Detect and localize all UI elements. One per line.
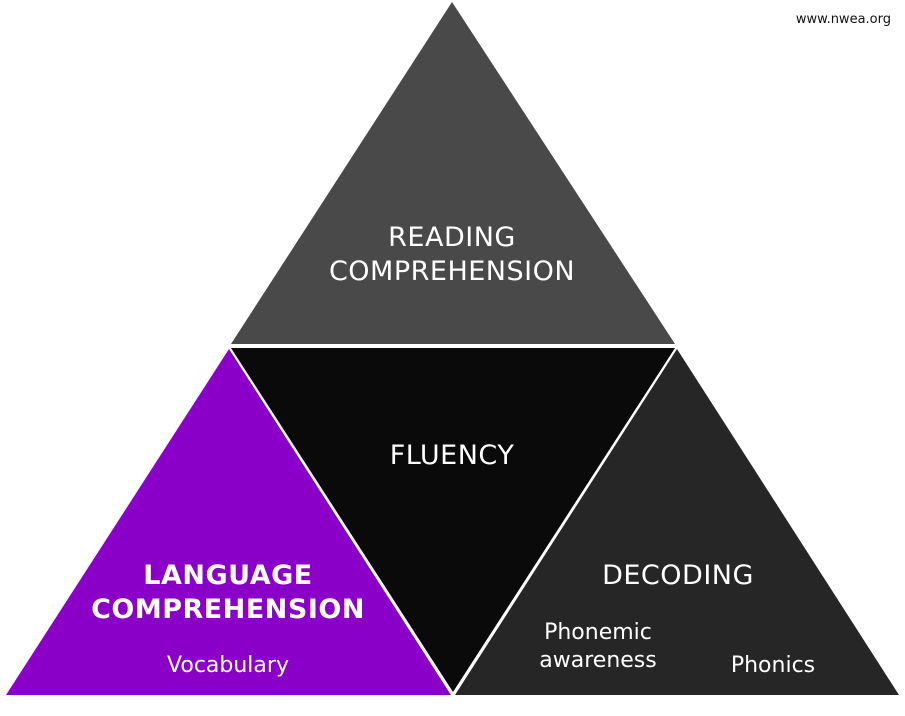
source-url: www.nwea.org (795, 12, 891, 27)
language-label: LANGUAGE (143, 560, 313, 591)
left-triangle-label: LANGUAGE COMPREHENSION (28, 559, 428, 627)
top-triangle-reading-comprehension (231, 2, 675, 344)
top-triangle-label: READING COMPREHENSION (252, 221, 652, 289)
phonemic-label: Phonemic (544, 620, 652, 645)
reading-label: READING (388, 222, 516, 253)
center-triangle-fluency (231, 348, 675, 692)
phonemic-awareness-label: Phonemic awareness (498, 619, 698, 674)
left-triangle-language-comprehension (6, 349, 451, 695)
comprehension-label: COMPREHENSION (328, 255, 576, 287)
right-triangle-decoding (455, 349, 899, 695)
language-comprehension-label: COMPREHENSION (91, 593, 365, 625)
vocabulary-label: Vocabulary (167, 653, 289, 678)
phonics-label: Phonics (730, 653, 816, 678)
decoding-label: DECODING (602, 560, 754, 591)
fluency-label: FLUENCY (389, 440, 515, 471)
awareness-label: awareness (539, 647, 657, 673)
